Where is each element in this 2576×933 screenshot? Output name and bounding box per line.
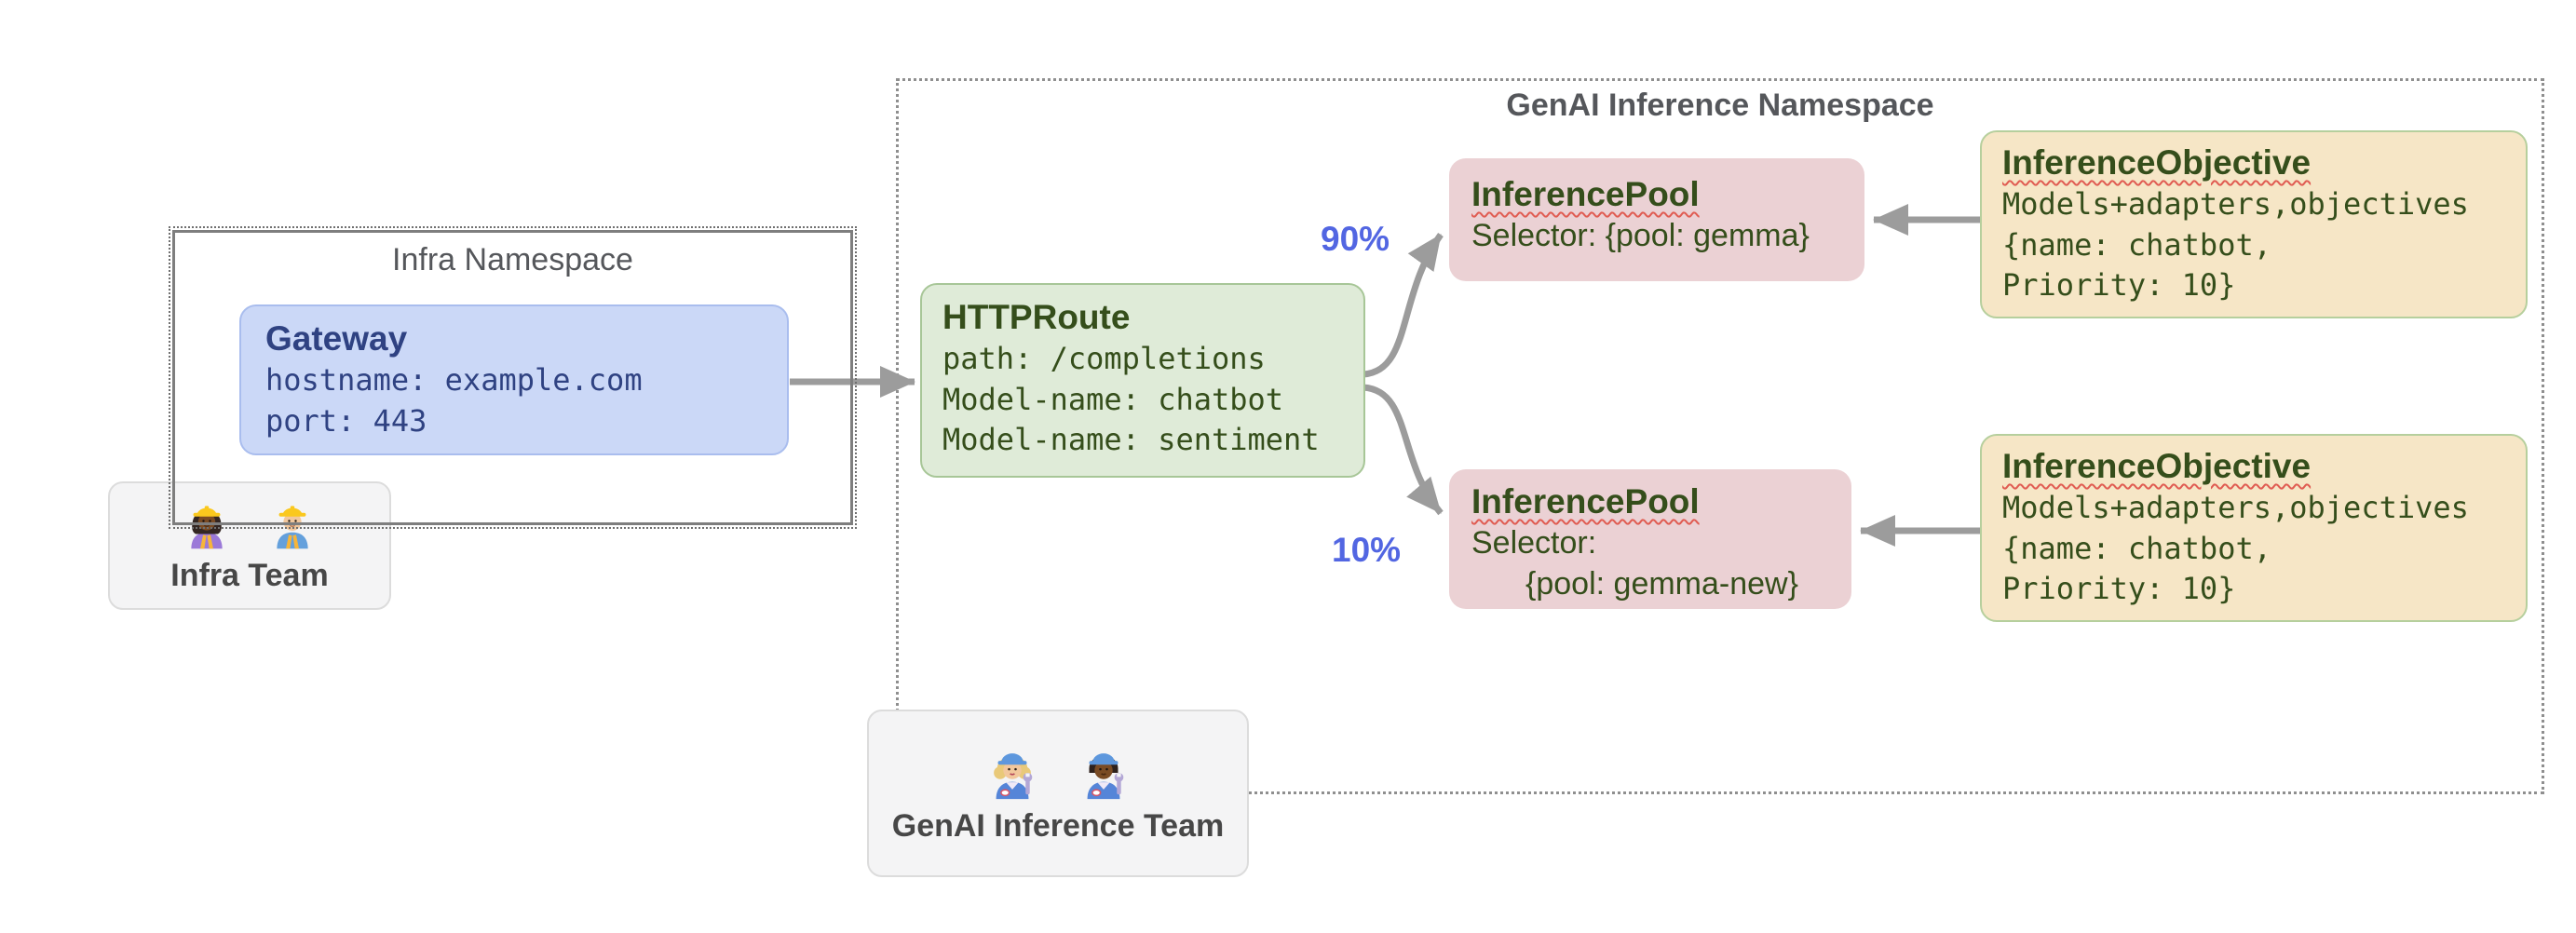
objective-bottom-models-line: Models+adapters,objectives — [2002, 490, 2469, 526]
gateway-hostname-line: hostname: example.com — [265, 362, 643, 399]
gateway-title: Gateway — [265, 319, 408, 358]
inferenceobjective-bottom-node: InferenceObjective Models+adapters,objec… — [1980, 434, 2528, 622]
man-construction-worker-light-icon — [277, 505, 308, 548]
route-to-pool-top-arrow — [1363, 232, 1444, 378]
objective-top-priority-line: Priority: 10} — [2002, 267, 2236, 304]
objective-bottom-priority-line: Priority: 10} — [2002, 571, 2236, 607]
inferenceobjective-bottom-title: InferenceObjective — [2002, 447, 2312, 485]
genai-team-icons — [983, 743, 1132, 801]
genai-team-label: GenAI Inference Team — [891, 807, 1225, 844]
httproute-model-line-2: Model-name: sentiment — [942, 422, 1320, 458]
httproute-path-line: path: /completions — [942, 341, 1266, 377]
inferencepool-bottom-selector-line: Selector: — [1471, 525, 1597, 561]
objective-bottom-name-line: {name: chatbot, — [2002, 530, 2271, 566]
woman-mechanic-light-icon — [994, 752, 1033, 799]
inferencepool-bottom-pool-line: {pool: gemma-new} — [1525, 565, 1798, 602]
infra-team-label: Infra Team — [170, 557, 329, 593]
inferenceobjective-top-node: InferenceObjective Models+adapters,objec… — [1980, 130, 2528, 318]
route-to-pool-bottom-arrow — [1363, 384, 1444, 516]
inferencepool-bottom-node: InferencePool Selector: {pool: gemma-new… — [1449, 469, 1851, 609]
inferenceobjective-top-title: InferenceObjective — [2002, 143, 2312, 182]
man-mechanic-dark-icon — [1087, 752, 1124, 799]
weight-label-90: 90% — [1321, 220, 1390, 258]
genai-namespace-box — [896, 78, 2544, 794]
inferencepool-top-selector-line: Selector: {pool: gemma} — [1471, 218, 1810, 254]
httproute-node: HTTPRoute path: /completions Model-name:… — [920, 283, 1365, 478]
httproute-title: HTTPRoute — [942, 298, 1131, 336]
gateway-port-line: port: 443 — [265, 402, 427, 439]
gateway-node: Gateway hostname: example.com port: 443 — [239, 304, 789, 455]
weight-label-10: 10% — [1332, 531, 1402, 569]
inferencepool-top-title: InferencePool — [1471, 175, 1700, 213]
inferencepool-bottom-title: InferencePool — [1471, 482, 1700, 521]
genai-team-card: GenAI Inference Team — [867, 710, 1249, 877]
woman-construction-worker-dark-icon — [191, 505, 223, 548]
genai-namespace-title: GenAI Inference Namespace — [1506, 88, 1934, 123]
infra-team-icons — [181, 498, 319, 550]
infra-team-card: Infra Team — [108, 481, 391, 610]
httproute-model-line-1: Model-name: chatbot — [942, 381, 1284, 417]
inferencepool-top-node: InferencePool Selector: {pool: gemma} — [1449, 158, 1864, 281]
objective-top-models-line: Models+adapters,objectives — [2002, 186, 2469, 223]
objective-top-name-line: {name: chatbot, — [2002, 226, 2271, 263]
